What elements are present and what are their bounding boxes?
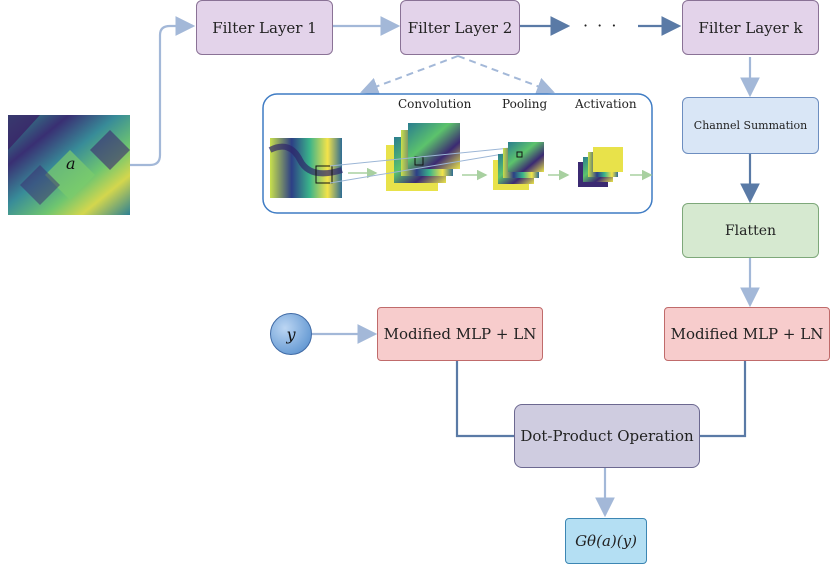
channel-summation-box: Channel Summation [682,97,819,154]
dot-product-box: Dot-Product Operation [514,404,700,468]
filter-ellipsis: · · · [583,16,619,35]
y-input-node: y [270,313,312,355]
line-mlp-left-to-dot [455,361,514,438]
modified-mlp-ln-right: Modified MLP + LN [664,307,830,361]
zoom-line-right [457,55,555,95]
filter-layer-2: Filter Layer 2 [400,0,520,55]
detail-connect-line-1 [329,151,516,184]
flatten-box: Flatten [682,203,819,258]
label-activation: Activation [575,97,637,111]
arrow-input-to-filter1 [130,16,196,167]
detail-convolution-stack [386,123,460,191]
label-convolution: Convolution [398,97,472,111]
detail-connect-line-2 [329,147,511,167]
input-label-a: a [66,154,76,173]
modified-mlp-ln-left: Modified MLP + LN [377,307,543,361]
input-field-heatmap [8,115,130,215]
zoom-line-left [360,55,459,95]
output-box: Gθ(a)(y) [565,518,647,564]
line-mlp-right-to-dot [700,361,747,438]
filter-layer-1: Filter Layer 1 [196,0,333,55]
label-pooling: Pooling [502,97,548,111]
detail-pooling-stack [493,142,544,190]
detail-activation-stack [578,147,623,187]
detail-input-image [268,138,343,198]
filter-layer-k: Filter Layer k [682,0,819,55]
